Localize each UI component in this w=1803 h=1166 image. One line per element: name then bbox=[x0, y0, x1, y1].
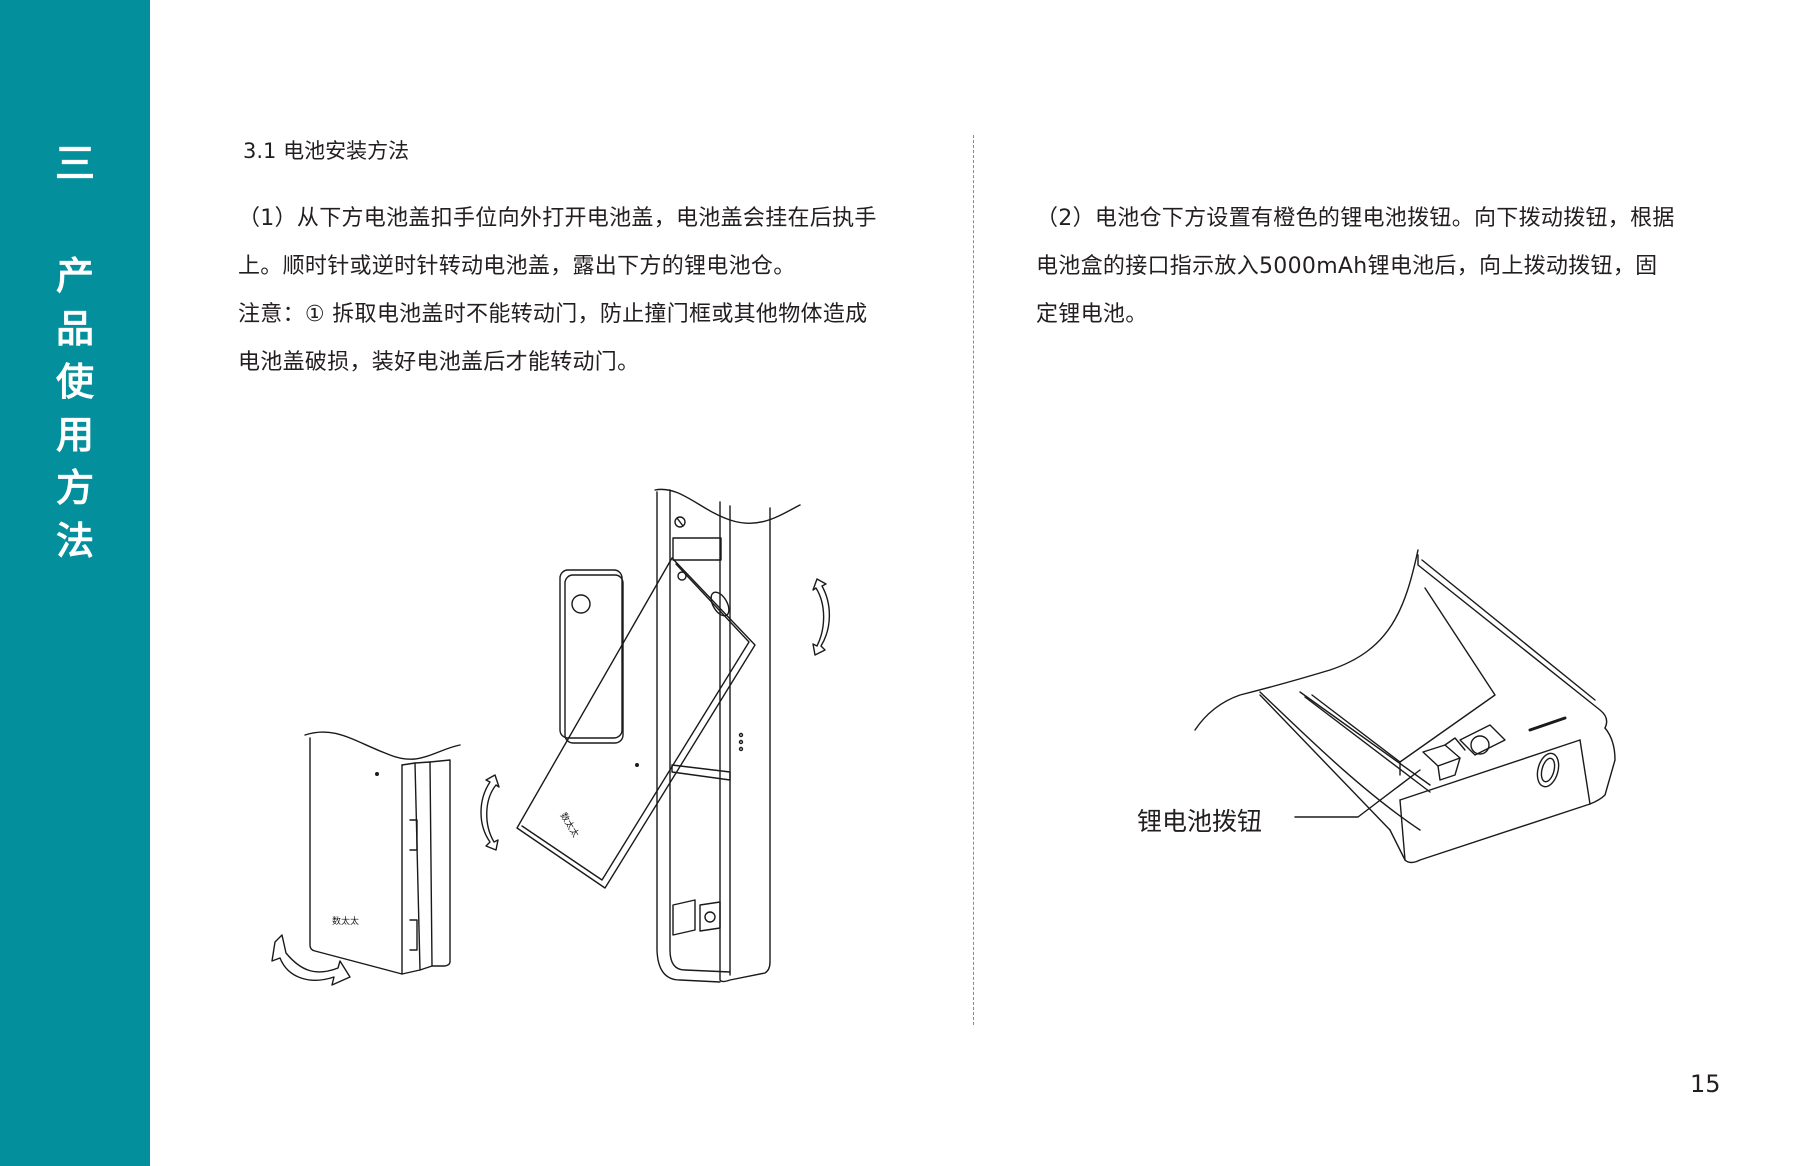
left-instructions: （1）从下方电池盖扣手位向外打开电池盖，电池盖会挂在后执手 上。顺时针或逆时针转… bbox=[238, 195, 928, 387]
chapter-number: 三 bbox=[55, 141, 95, 187]
brand-mark: 数太太 bbox=[332, 915, 359, 927]
lock-closed-drawing: 数太太 bbox=[304, 731, 461, 975]
chapter-title-char: 品 bbox=[55, 307, 94, 351]
chapter-title-char: 方 bbox=[55, 466, 94, 510]
brand-mark: 数太太 bbox=[557, 810, 581, 839]
rotate-arrow-icon bbox=[271, 934, 351, 986]
text-line: 电池盒的接口指示放入5000mAh锂电池后，向上拨动拨钮，固 bbox=[1036, 254, 1658, 279]
chapter-title: 产 品 使 用 方 法 bbox=[0, 250, 150, 568]
section-heading: 3.1 电池安装方法 bbox=[243, 139, 410, 163]
page-number: 15 bbox=[1690, 1070, 1721, 1098]
battery-toggle-callout: 锂电池拨钮 bbox=[1137, 807, 1263, 836]
lock-open-drawing: 数太太 bbox=[516, 488, 801, 983]
text-line: （2）电池仓下方设置有橙色的锂电池拨钮。向下拨动拨钮，根据 bbox=[1036, 206, 1675, 231]
callout-leader-line bbox=[1294, 769, 1421, 818]
battery-compartment-illustration bbox=[1100, 530, 1680, 890]
right-instructions: （2）电池仓下方设置有橙色的锂电池拨钮。向下拨动拨钮，根据 电池盒的接口指示放入… bbox=[1036, 195, 1736, 339]
chapter-title-char: 使 bbox=[55, 360, 94, 404]
warning-line: 电池盖破损，装好电池盖后才能转动门。 bbox=[238, 350, 640, 375]
warning-line: 注意：① 拆取电池盖时不能转动门，防止撞门框或其他物体造成 bbox=[238, 302, 868, 327]
battery-cover-illustration: 数太太 数太太 bbox=[260, 480, 860, 1000]
text-line: （1）从下方电池盖扣手位向外打开电池盖，电池盖会挂在后执手 bbox=[238, 206, 877, 231]
column-divider bbox=[973, 135, 974, 1025]
text-line: 定锂电池。 bbox=[1036, 302, 1148, 327]
rotate-arrow-icon bbox=[812, 578, 831, 656]
chapter-title-char: 用 bbox=[55, 413, 94, 457]
text-line: 上。顺时针或逆时针转动电池盖，露出下方的锂电池仓。 bbox=[238, 254, 796, 279]
chapter-title-char: 法 bbox=[55, 519, 94, 563]
chapter-sidebar: 三 产 品 使 用 方 法 bbox=[0, 0, 150, 1166]
chapter-title-char: 产 bbox=[55, 254, 94, 298]
rotate-arrow-icon bbox=[480, 774, 500, 851]
